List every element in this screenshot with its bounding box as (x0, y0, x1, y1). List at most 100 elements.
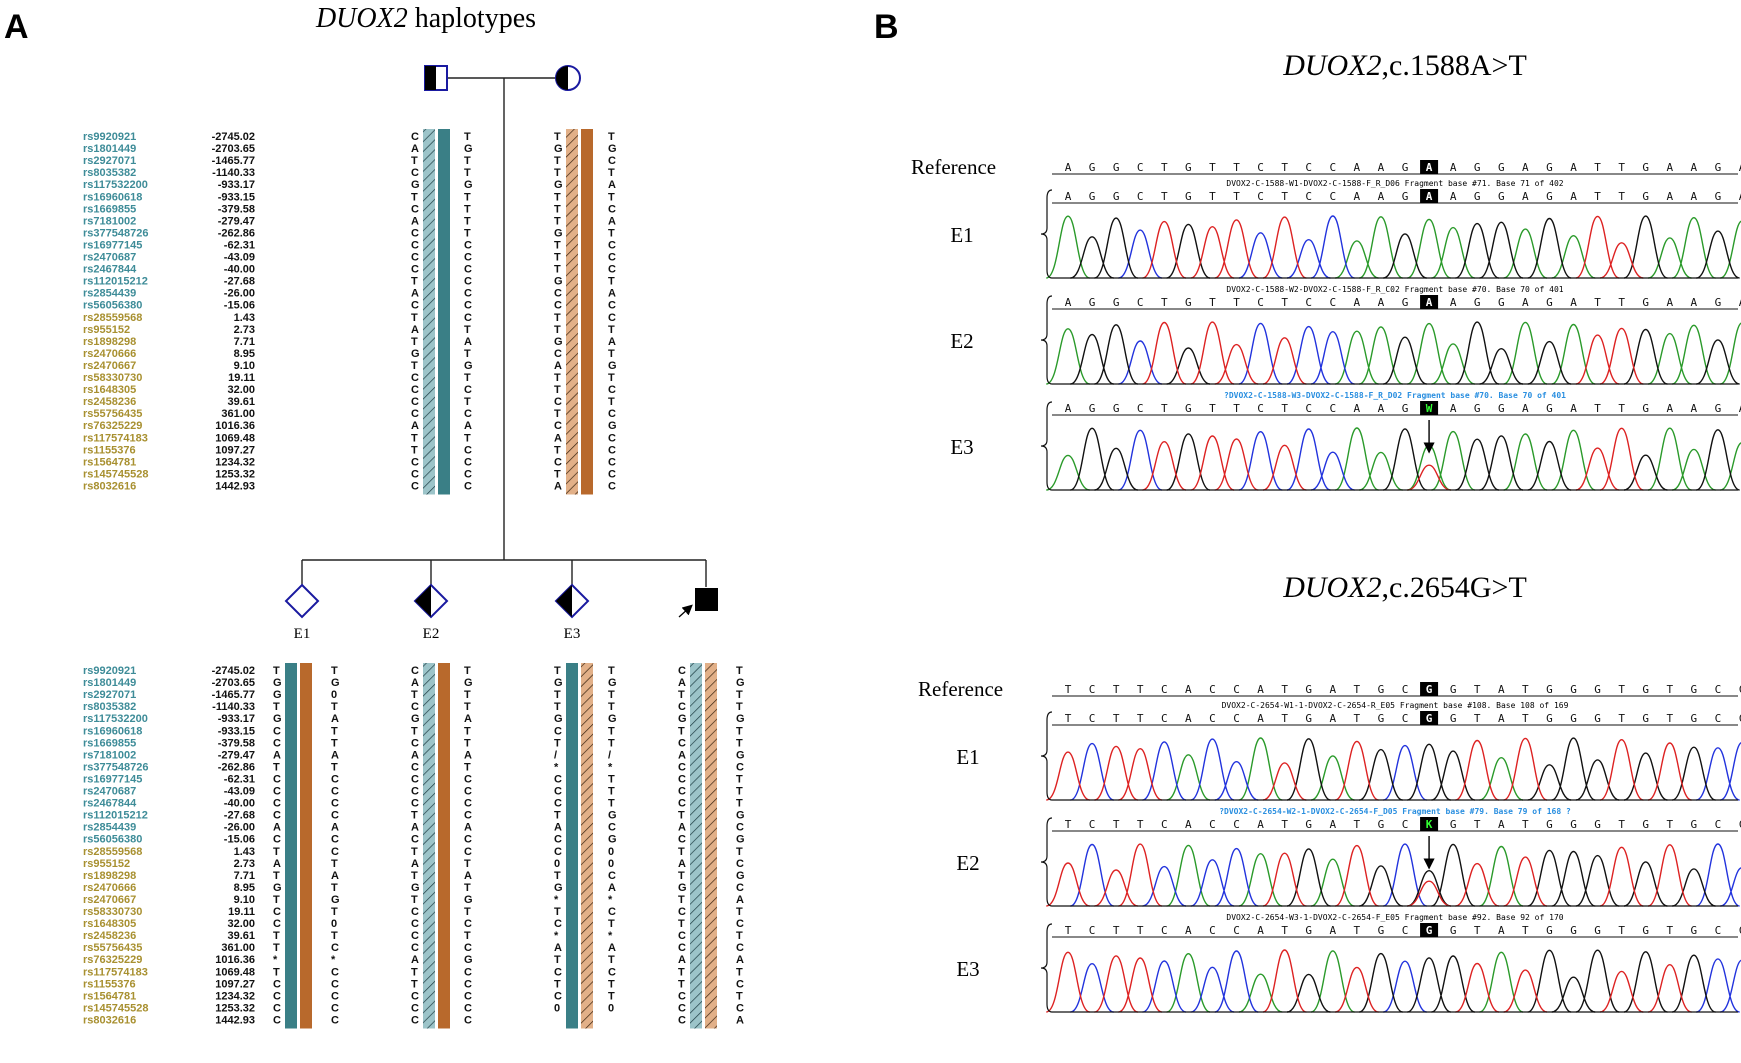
snp-position: 1234.32 (215, 990, 255, 1002)
snp-id: rs955152 (83, 324, 130, 336)
sequence-base: C (1402, 683, 1409, 696)
allele-right: T (736, 966, 743, 978)
sequence-base: A (1498, 924, 1505, 937)
sequence-base: A (1666, 190, 1673, 203)
sequence-base: T (1065, 712, 1072, 725)
allele-right: G (608, 420, 617, 432)
sequence-base: G (1402, 402, 1409, 415)
snp-position: 8.95 (234, 882, 255, 894)
sequence-base: G (1402, 190, 1409, 203)
snp-position: 361.00 (221, 942, 255, 954)
panel-a-label: A (4, 8, 29, 46)
sequence-base: T (1065, 818, 1072, 831)
allele-right: G (331, 894, 340, 906)
allele-right: T (464, 432, 471, 444)
allele-left: A (678, 822, 686, 834)
allele-right: T (331, 761, 338, 773)
allele-left: C (411, 834, 419, 846)
chromatogram-trace-c (1118, 215, 1355, 279)
allele-left: T (678, 894, 685, 906)
sequence-base: C (1305, 296, 1312, 309)
allele-right: T (608, 131, 615, 143)
sequence-base: G (1378, 924, 1385, 937)
snp-position: 32.00 (227, 918, 255, 930)
allele-right: C (736, 1002, 744, 1014)
sequence-base: A (1257, 818, 1264, 831)
allele-left: A (554, 432, 562, 444)
chromatogram-trace-t (1046, 843, 1692, 907)
allele-right: A (608, 288, 616, 300)
sequence-base: T (1233, 402, 1240, 415)
allele-left: C (554, 834, 562, 846)
snp-id: rs8035382 (83, 167, 136, 179)
snp-id: rs377548726 (83, 227, 148, 239)
allele-left: G (678, 713, 687, 725)
allele-right: T (464, 737, 471, 749)
allele-right: C (464, 834, 472, 846)
allele-left: T (273, 665, 280, 677)
sequence-base: T (1281, 190, 1288, 203)
sequence-base: C (1402, 924, 1409, 937)
sequence-base: C (1233, 712, 1240, 725)
allele-right: T (464, 858, 471, 870)
sequence-base: G (1185, 402, 1192, 415)
snp-position: -1140.33 (212, 701, 255, 713)
chromatogram-trace-a (1166, 950, 1524, 1013)
sequence-base: T (1522, 818, 1529, 831)
allele-right: T (464, 689, 471, 701)
sequence-base: A (1378, 190, 1385, 203)
sequence-base: T (1281, 712, 1288, 725)
allele-left: C (678, 773, 686, 785)
allele-left: C (554, 456, 562, 468)
allele-left: T (411, 336, 418, 348)
allele-left: C (678, 701, 686, 713)
highlighted-base: G (1426, 712, 1433, 725)
sequence-base: G (1498, 402, 1505, 415)
allele-left: C (411, 252, 419, 264)
allele-left: C (273, 1002, 281, 1014)
allele-right: C (608, 239, 616, 251)
allele-right: T (608, 227, 615, 239)
sequence-base: T (1666, 712, 1673, 725)
allele-left: T (554, 468, 561, 480)
allele-right: T (736, 798, 743, 810)
chromatogram-trace-a (1046, 321, 1741, 385)
snp-position: 39.61 (227, 396, 255, 408)
sequence-base: T (1161, 161, 1168, 174)
sequence-base: A (1329, 818, 1336, 831)
snp-position: -933.17 (218, 713, 255, 725)
allele-left: C (273, 1014, 281, 1026)
allele-right: T (331, 882, 338, 894)
allele-left: A (678, 677, 686, 689)
allele-right: T (331, 665, 338, 677)
sequence-base: G (1450, 683, 1457, 696)
allele-left: C (554, 966, 562, 978)
allele-right: A (331, 749, 339, 761)
allele-right: C (331, 810, 339, 822)
allele-left: C (411, 665, 419, 677)
allele-right: C (331, 990, 339, 1002)
allele-right: G (608, 834, 617, 846)
snp-id: rs56056380 (83, 300, 142, 312)
trace-header: DVOX2-C-2654-W3-1-DVOX2-C-2654-F_E05 Fra… (1226, 913, 1563, 922)
chromatogram-trace-c (1070, 843, 1741, 907)
row-brace (1040, 401, 1053, 491)
snp-position: -279.47 (218, 749, 255, 761)
allele-left: C (678, 1014, 686, 1026)
sequence-base: G (1570, 924, 1577, 937)
haplotype-bar-right (438, 663, 450, 1029)
allele-right: T (608, 954, 615, 966)
allele-right: C (464, 468, 472, 480)
allele-right: C (608, 966, 616, 978)
sequence-base: G (1089, 161, 1096, 174)
sequence-base: A (1329, 683, 1336, 696)
allele-left: T (273, 846, 280, 858)
chromatogram-trace-g (1286, 949, 1716, 1013)
sequence-base: T (1137, 818, 1144, 831)
allele-right: C (736, 882, 744, 894)
allele-right: C (464, 978, 472, 990)
highlighted-base: W (1426, 402, 1433, 415)
sequence-base: T (1113, 818, 1120, 831)
sequence-base: T (1594, 296, 1601, 309)
